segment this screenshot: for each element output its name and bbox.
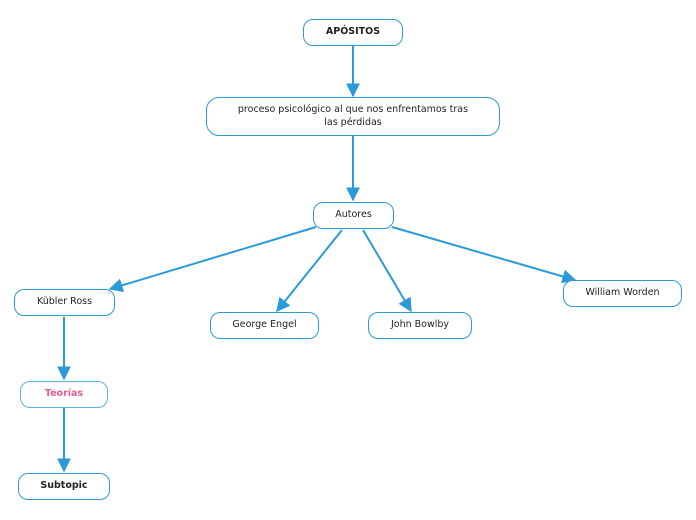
node-kubler-ross[interactable]: Kübler Ross: [14, 289, 115, 316]
node-george-engel[interactable]: George Engel: [210, 312, 319, 339]
node-root[interactable]: APÓSITOS: [303, 19, 403, 46]
node-john-bowlby[interactable]: John Bowlby: [368, 312, 472, 339]
node-authors[interactable]: Autores: [313, 202, 394, 229]
node-william-worden[interactable]: William Worden: [563, 280, 682, 307]
node-theories[interactable]: Teorías: [20, 381, 108, 408]
connector-authors-kubler: [108, 226, 317, 293]
connector-authors-worden: [391, 226, 577, 284]
node-definition[interactable]: proceso psicológico al que nos enfrentam…: [206, 97, 500, 136]
connector-authors-bowlby: [362, 229, 412, 313]
node-subtopic[interactable]: Subtopic: [18, 473, 110, 500]
connector-authors-engel: [276, 229, 343, 313]
